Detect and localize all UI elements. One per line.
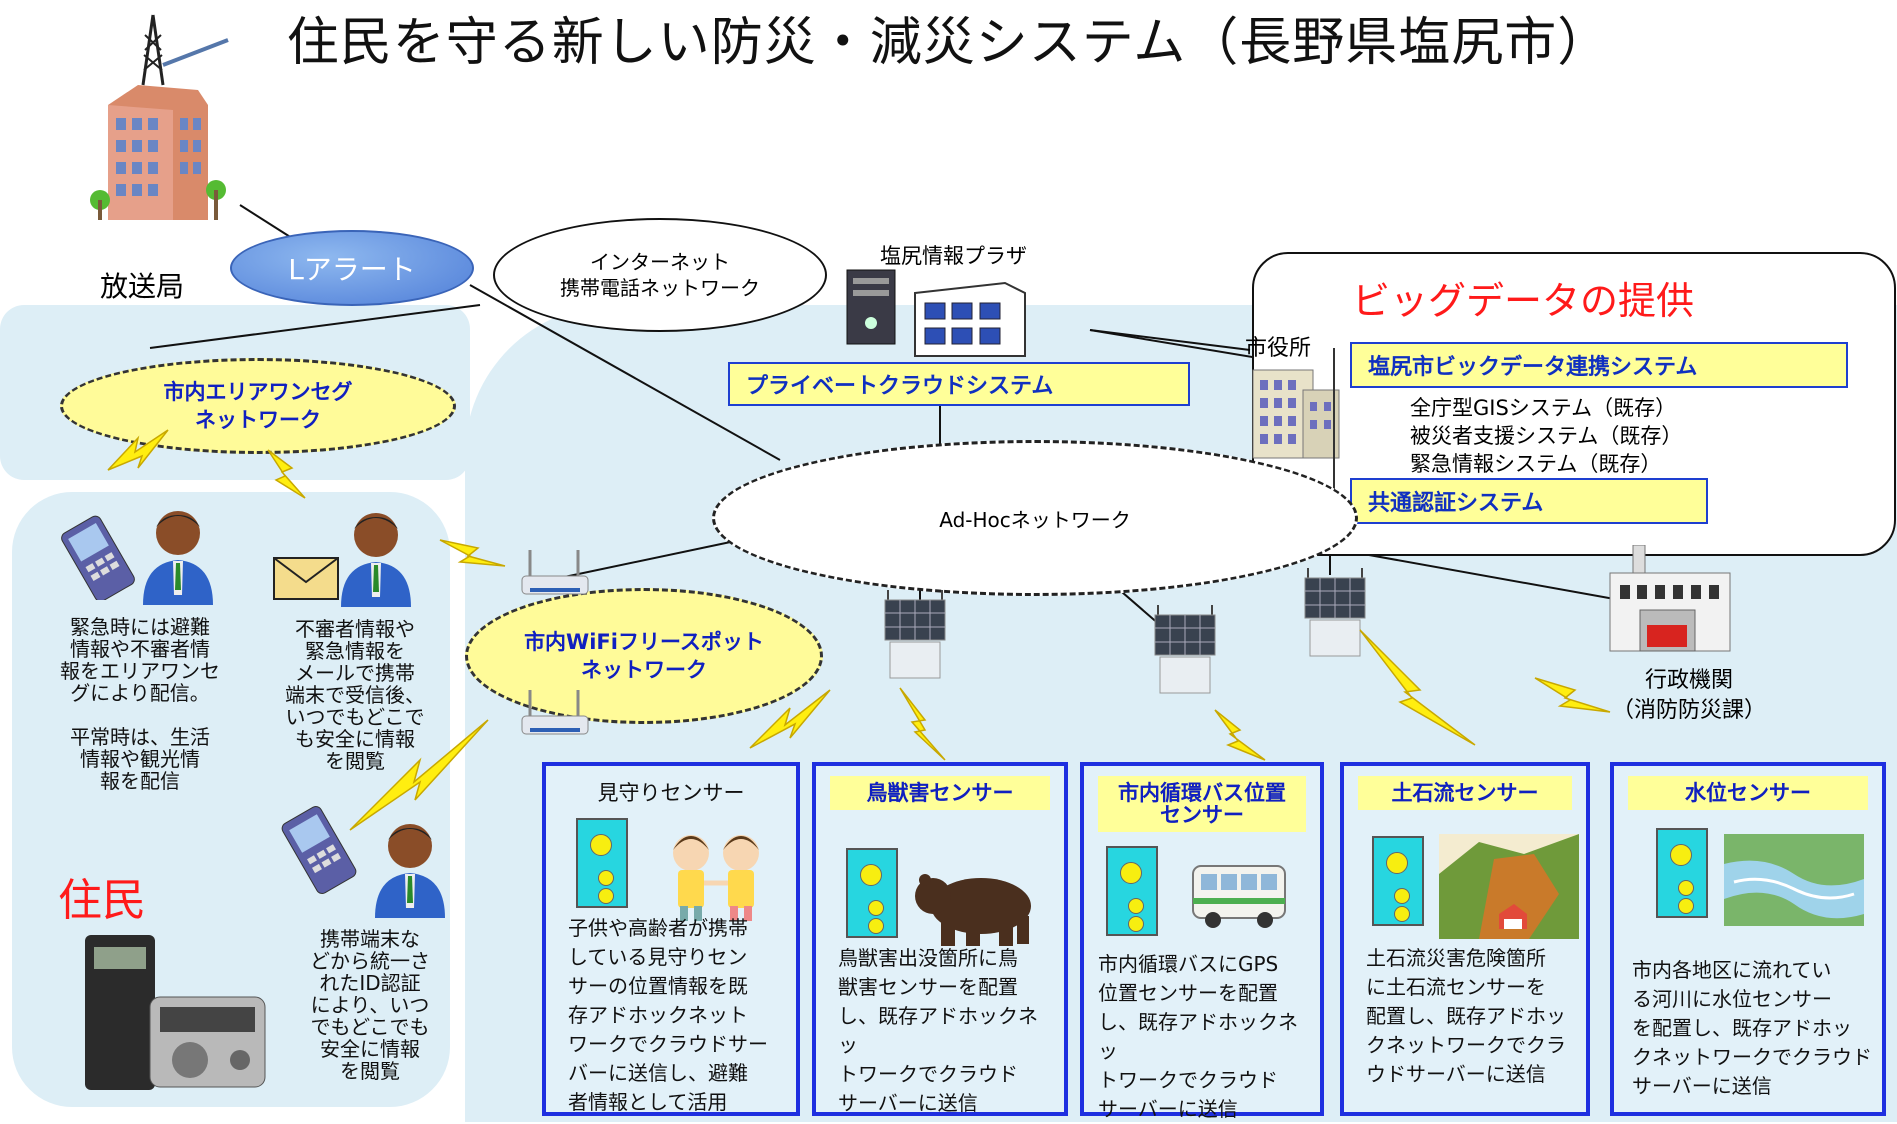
sensor-desc-water: 市内各地区に流れてい る河川に水位センサー を配置し、既存アドホッ クネットワー…: [1632, 958, 1872, 1098]
lightning-icon-9: [1534, 677, 1611, 713]
person-icon-2: [341, 513, 411, 607]
internet-onseg-link: [149, 304, 481, 349]
fire-station-icon: [1609, 545, 1731, 652]
person-icon-3: [375, 824, 445, 918]
residents-text-oneseg: 緊急時には避難 情報や不審者情 報をエリアワンセ グにより配信。 平常時は、生活…: [60, 615, 220, 793]
sensor-card-bus: 市内循環バス位置 センサー 市内循環バスにGPS 位置センサーを配置 し、既存ア…: [1080, 762, 1324, 1121]
page-title: 住民を守る新しい防災・減災システム（長野県塩尻市）: [286, 13, 1611, 73]
residents-text-id: 携帯端末な どから統一さ れたID認証 により、いつ でもどこでも 安全に情報 …: [310, 927, 430, 1083]
adhoc-network-ellipse: Ad-Hocネットワーク: [712, 440, 1358, 596]
radio-icon: [85, 935, 266, 1090]
private-cloud-box: プライベートクラウドシステム: [728, 362, 1190, 406]
lightning-icon-2: [267, 449, 306, 499]
plaza-building-icon: [914, 281, 1026, 357]
sensor-title-watch: 見守りセンサー: [597, 781, 745, 805]
sensor-device-icon-5: [1656, 828, 1708, 918]
bear-icon: [915, 874, 1031, 946]
lightning-icon-1: [107, 429, 169, 471]
residents-label: 住民: [58, 875, 146, 926]
existing-system-gis: 全庁型GISシステム（既存）: [1410, 396, 1677, 420]
lightning-icon-6: [899, 687, 946, 761]
bus-icon: [1192, 865, 1286, 928]
sensor-card-wildlife: 鳥獣害センサー 鳥獣害出没箇所に鳥 獣害センサーを配置 し、既存アドホックネッ …: [812, 762, 1068, 1116]
internet-network-bubble: インターネット 携帯電話ネットワーク: [493, 218, 827, 332]
wifi-network-ellipse: 市内WiFiフリースポット ネットワーク: [465, 588, 823, 724]
sensor-desc-wildlife: 鳥獣害出没箇所に鳥 獣害センサーを配置 し、既存アドホックネッ トワークでクラウ…: [838, 946, 1038, 1115]
sensor-card-watch: 見守りセンサー 子供や高齢者が携帯 している見守りセン サーの位置情報を既 存ア…: [542, 762, 800, 1116]
city-hall-label: 市役所: [1245, 336, 1312, 361]
wifi-router-icon-2: [521, 690, 589, 735]
children-icon: [673, 835, 759, 921]
phone-icon: [61, 515, 135, 600]
sensor-title-bus: 市内循環バス位置 センサー: [1098, 776, 1306, 832]
lightning-icon-3: [439, 539, 506, 567]
tower-link: [239, 204, 296, 241]
broadcast-station-label: 放送局: [100, 270, 185, 303]
lightning-icon-8: [1359, 629, 1476, 746]
sensor-desc-debris: 土石流災害危険箇所 に土石流センサーを 配置し、既存アドホッ クネットワークでク…: [1366, 946, 1566, 1086]
private-cloud-label: プライベートクラウドシステム: [746, 374, 1054, 399]
phone-icon-2: [281, 806, 357, 894]
mail-icon: [273, 557, 339, 600]
person-icon: [143, 511, 213, 605]
sensor-device-icon-2: [846, 848, 898, 938]
adhoc-wifi-link: [549, 539, 741, 581]
sensor-title-water: 水位センサー: [1628, 776, 1868, 810]
wifi-router-icon: [521, 550, 589, 595]
sensor-title-wildlife: 鳥獣害センサー: [830, 776, 1050, 810]
adhoc-admin-link: [1329, 547, 1621, 601]
sensor-device-icon-3: [1106, 846, 1158, 936]
alert-adhoc-link: [469, 284, 781, 461]
auth-system-box: 共通認証システム: [1350, 478, 1708, 524]
sensor-device-icon-4: [1372, 836, 1424, 926]
sensor-device-icon: [576, 818, 628, 908]
l-alert-node: Lアラート: [230, 230, 474, 306]
lightning-icon-5: [749, 689, 831, 749]
solar-node-icon-2: [1154, 605, 1216, 694]
sensor-card-water: 水位センサー 市内各地区に流れてい る河川に水位センサー を配置し、既存アドホッ…: [1610, 762, 1886, 1116]
oneseg-network-label: 市内エリアワンセグ ネットワーク: [163, 380, 353, 432]
l-alert-label: Lアラート: [288, 253, 416, 286]
landslide-icon: [1439, 834, 1579, 939]
wifi-network-label: 市内WiFiフリースポット ネットワーク: [524, 630, 764, 682]
internet-label: インターネット 携帯電話ネットワーク: [560, 250, 760, 300]
sensor-card-debris: 土石流センサー 土石流災害危険箇所 に土石流センサーを 配置し、既存アドホッ ク…: [1340, 762, 1590, 1116]
admin-label: 行政機関 （消防防災課）: [1612, 668, 1767, 723]
river-icon: [1724, 834, 1864, 926]
plaza-cityhall-link-2: [1089, 329, 1251, 351]
solar-node-icon-3: [1304, 568, 1366, 657]
plaza-label: 塩尻情報プラザ: [880, 244, 1027, 268]
existing-system-victim-support: 被災者支援システム（既存）: [1410, 424, 1683, 448]
sensor-title-debris: 土石流センサー: [1358, 776, 1572, 810]
lightning-icon-4: [349, 719, 489, 831]
lightning-icon-7: [1214, 709, 1266, 761]
server-icon: [846, 269, 896, 345]
solar-node-icon: [884, 590, 946, 679]
existing-system-emergency: 緊急情報システム（既存）: [1410, 452, 1662, 476]
auth-system-label: 共通認証システム: [1368, 491, 1544, 516]
bigdata-bracket: [1333, 348, 1349, 498]
oneseg-network-ellipse: 市内エリアワンセグ ネットワーク: [60, 358, 456, 454]
sensor-desc-bus: 市内循環バスにGPS 位置センサーを配置 し、既存アドホックネッ トワークでクラ…: [1098, 952, 1298, 1121]
adhoc-network-label: Ad-Hocネットワーク: [939, 507, 1131, 532]
bigdata-system-box: 塩尻市ビックデータ連携システム: [1350, 342, 1848, 388]
bigdata-system-label: 塩尻市ビックデータ連携システム: [1368, 355, 1698, 380]
sensor-desc-watch: 子供や高齢者が携帯 している見守りセン サーの位置情報を既 存アドホックネット …: [568, 916, 768, 1114]
bigdata-title: ビッグデータの提供: [1352, 279, 1695, 323]
residents-text-mail: 不審者情報や 緊急情報を メールで携帯 端末で受信後、 いつでもどこで も安全に…: [285, 617, 425, 773]
broadcast-building-icon: [90, 14, 229, 220]
